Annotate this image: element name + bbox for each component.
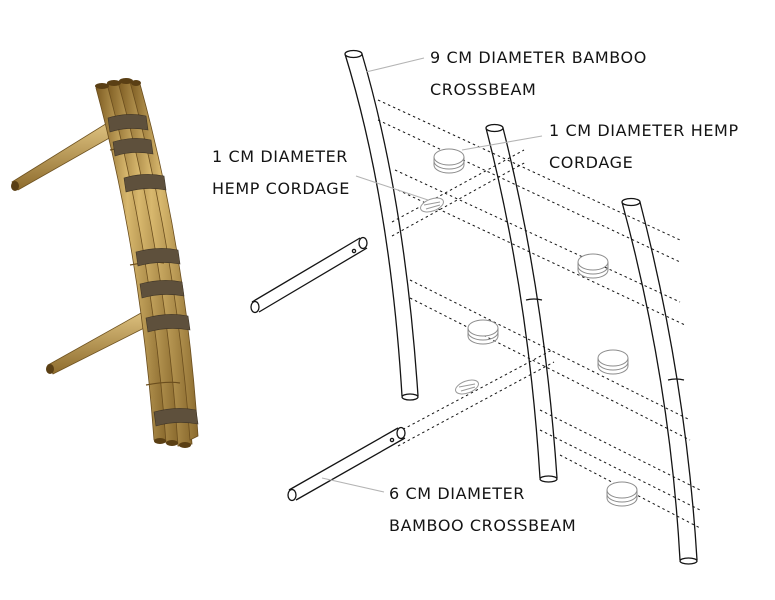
- label-main-crossbeam-line1: 9 CM DIAMETER BAMBOO: [430, 48, 647, 67]
- main-bamboo-pole-2: [485, 123, 558, 483]
- label-small-crossbeam-line1: 6 CM DIAMETER: [389, 484, 526, 503]
- label-hemp-cordage-right: 1 CM DIAMETER HEMP CORDAGE: [549, 115, 739, 179]
- hemp-coil-icon: [433, 148, 638, 507]
- bamboo-ladder-render: [11, 78, 199, 448]
- label-hemp-cordage-right-line1: 1 CM DIAMETER HEMP: [549, 121, 739, 140]
- label-hemp-cordage-left-line1: 1 CM DIAMETER: [212, 147, 349, 166]
- label-small-crossbeam: 6 CM DIAMETER BAMBOO CROSSBEAM: [389, 478, 576, 542]
- small-bamboo-crossbeam-upper: [250, 236, 368, 314]
- main-bamboo-pole-3: [621, 197, 698, 565]
- label-small-crossbeam-line2: BAMBOO CROSSBEAM: [389, 516, 577, 535]
- label-hemp-cordage-left: 1 CM DIAMETER HEMP CORDAGE: [212, 141, 350, 205]
- upper-rung: [11, 119, 121, 191]
- hemp-lashing-icon: [107, 114, 199, 427]
- hemp-lashing-icon: [420, 197, 479, 395]
- label-main-crossbeam-line2: CROSSBEAM: [430, 80, 537, 99]
- label-hemp-cordage-left-line2: HEMP CORDAGE: [212, 179, 350, 198]
- label-hemp-cordage-right-line2: CORDAGE: [549, 153, 634, 172]
- label-main-crossbeam: 9 CM DIAMETER BAMBOO CROSSBEAM: [430, 42, 647, 106]
- callout-leader-lines: [321, 57, 543, 493]
- small-bamboo-crossbeam-lower: [287, 426, 406, 502]
- main-bamboo-pole-1: [344, 49, 419, 401]
- lower-rung: [47, 307, 157, 375]
- exploded-line-drawing: [250, 49, 701, 565]
